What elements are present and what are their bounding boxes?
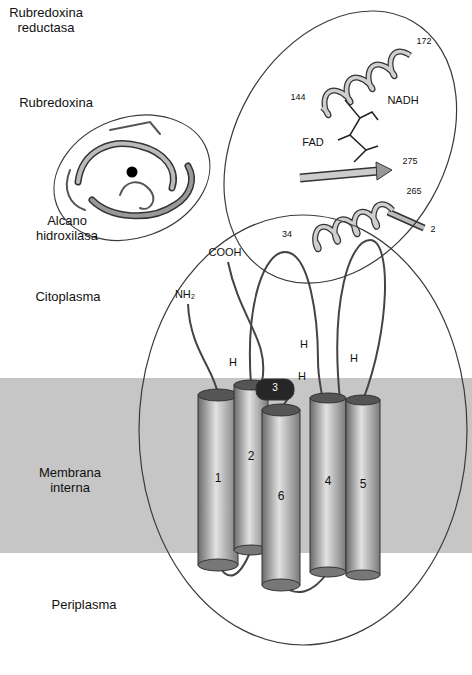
part-label: Periplasma bbox=[36, 598, 132, 613]
callout-number: 275 bbox=[398, 156, 422, 166]
helix-cylinder bbox=[310, 393, 346, 577]
protein-ellipse: Alcano hidroxilasa bbox=[139, 215, 467, 645]
callout-number: 34 bbox=[278, 229, 296, 239]
component-heading: Rubredoxina reductasa bbox=[4, 6, 88, 36]
helix-cylinder bbox=[256, 379, 294, 400]
callout-number: 1 bbox=[198, 472, 238, 486]
part-label: NH₂ bbox=[170, 288, 200, 301]
callout-number: 3 bbox=[256, 382, 294, 394]
protein-ellipse: Rubredoxina reductasa bbox=[224, 11, 457, 283]
component-heading: Rubredoxina bbox=[8, 96, 104, 111]
part-label: COOH bbox=[205, 246, 245, 259]
helix-cylinder bbox=[198, 389, 238, 571]
ellipse-outline bbox=[139, 215, 467, 645]
part-label: H bbox=[297, 370, 307, 383]
callout-number: 5 bbox=[346, 478, 380, 492]
alpha-helix-ribbon bbox=[315, 204, 393, 249]
part-label: Membrana interna bbox=[26, 466, 114, 496]
membrane-band bbox=[0, 378, 472, 553]
callout-number: 6 bbox=[262, 490, 300, 504]
ellipse-outline bbox=[224, 11, 457, 283]
component-heading: Alcano hidroxilasa bbox=[22, 214, 112, 244]
ellipse-outline bbox=[139, 215, 467, 645]
part-label: Citoplasma bbox=[20, 290, 116, 305]
callout-number: 144 bbox=[286, 92, 310, 102]
callout-number: 172 bbox=[412, 36, 436, 46]
transmembrane-helices bbox=[198, 379, 380, 591]
rubredoxin-fold bbox=[67, 122, 192, 216]
peptide-loops bbox=[188, 240, 385, 592]
part-label: H bbox=[228, 356, 238, 369]
helix-cylinder bbox=[346, 395, 380, 580]
callout-number: 4 bbox=[310, 475, 346, 489]
iron-atom bbox=[127, 167, 138, 178]
callout-number: 2 bbox=[428, 224, 438, 234]
part-label: H bbox=[299, 338, 309, 351]
part-label: FAD bbox=[298, 136, 328, 149]
helix-cylinder bbox=[262, 404, 300, 591]
ellipse-outline bbox=[177, 0, 472, 325]
callout-number: 2 bbox=[234, 450, 268, 464]
alpha-helix-ribbon bbox=[315, 204, 393, 249]
reductase-fold bbox=[300, 52, 424, 250]
callout-number: 265 bbox=[402, 186, 426, 196]
part-label: H bbox=[349, 352, 359, 365]
part-label: NADH bbox=[383, 94, 423, 107]
